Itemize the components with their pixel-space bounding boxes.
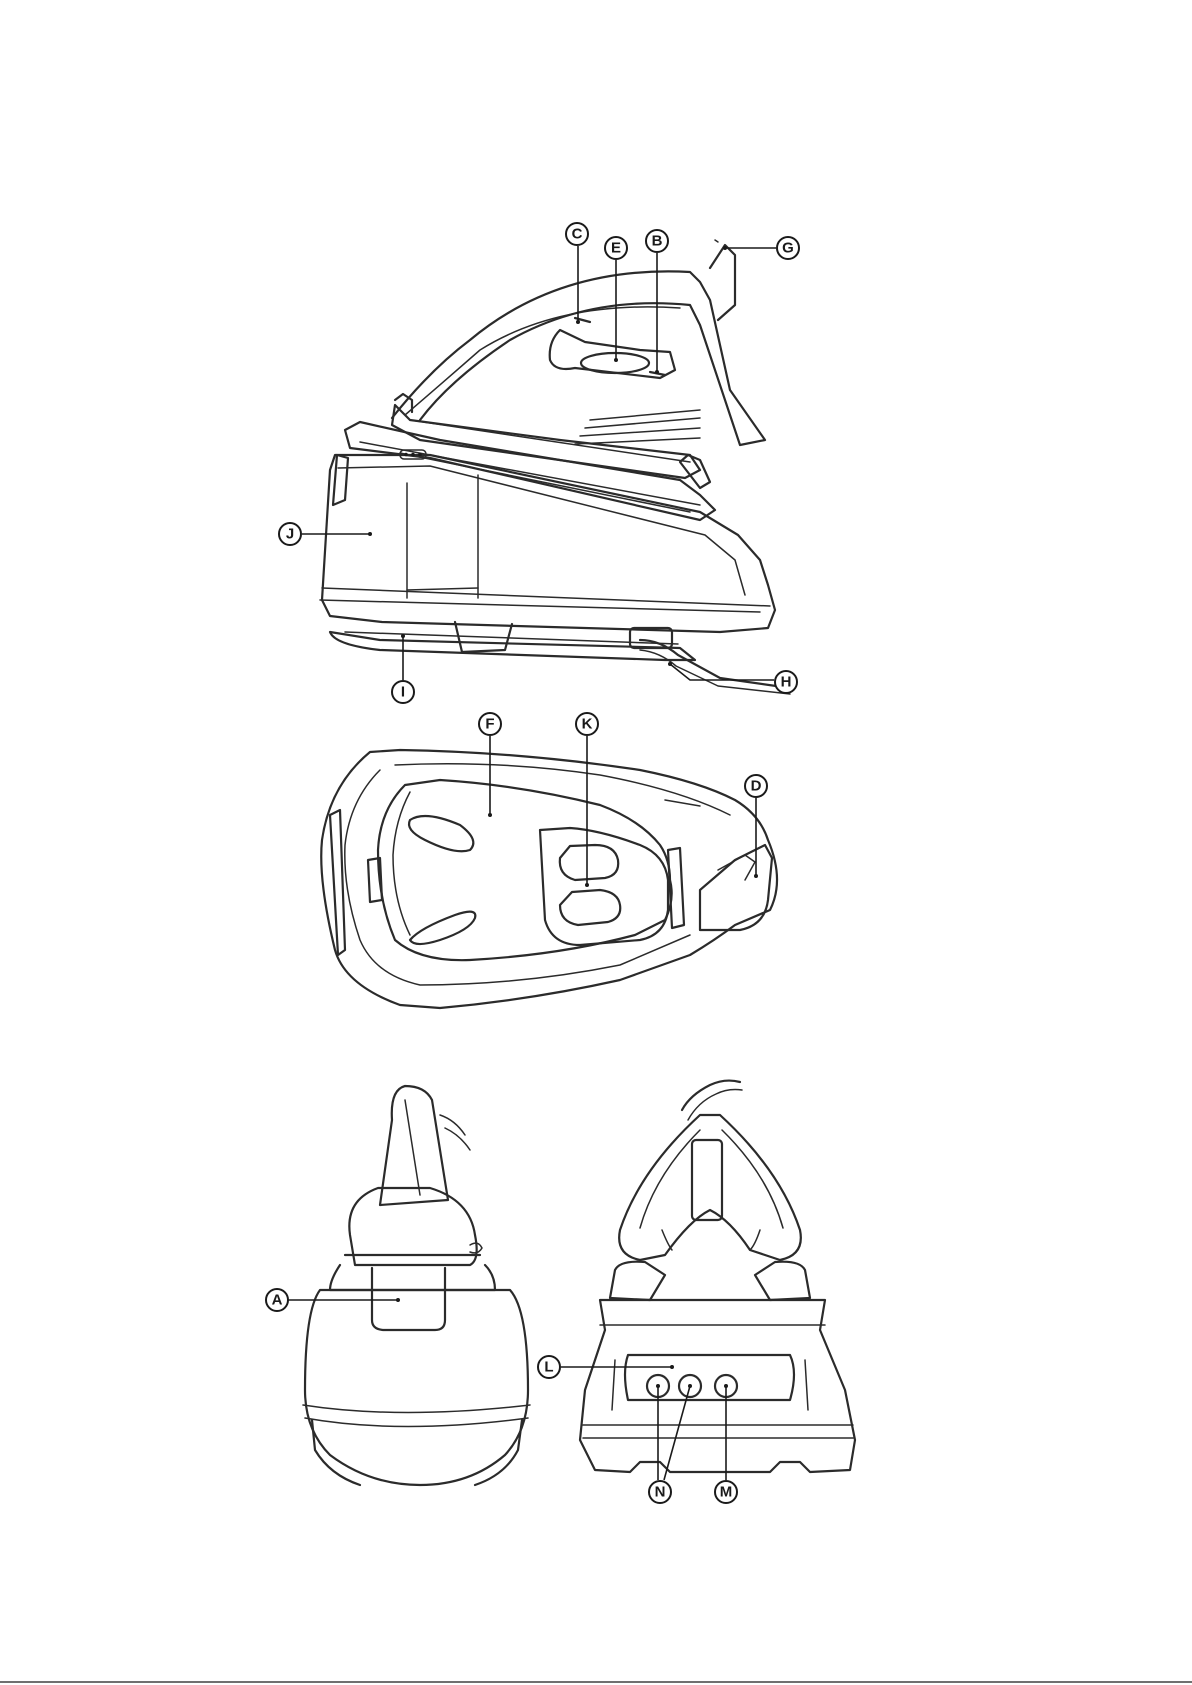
callout-i: I — [392, 681, 414, 703]
callout-k: K — [576, 713, 598, 735]
callout-d-label: D — [751, 778, 762, 795]
callout-j: J — [279, 523, 301, 545]
callout-c: C — [566, 223, 588, 245]
callout-n-label: N — [655, 1484, 666, 1501]
back-view — [580, 1081, 855, 1472]
top-view — [321, 750, 777, 1008]
front-view — [303, 1086, 530, 1485]
callout-k-label: K — [582, 716, 593, 733]
callout-n: N — [649, 1481, 671, 1503]
callout-a: A — [266, 1289, 288, 1311]
callout-b-label: B — [652, 233, 663, 250]
callout-e: E — [605, 237, 627, 259]
callout-l: L — [538, 1356, 560, 1378]
side-view — [320, 240, 790, 694]
callout-j-label: J — [286, 526, 294, 543]
callout-a-label: A — [272, 1292, 283, 1309]
callout-b: B — [646, 230, 668, 252]
callout-i-label: I — [401, 684, 405, 701]
callout-g-label: G — [782, 240, 794, 257]
callout-m-label: M — [720, 1484, 733, 1501]
callout-h: H — [775, 671, 797, 693]
callout-f: F — [479, 713, 501, 735]
callout-l-label: L — [544, 1359, 553, 1376]
callout-m: M — [715, 1481, 737, 1503]
callout-c-label: C — [572, 226, 583, 243]
callout-e-label: E — [611, 240, 621, 257]
callouts: C E B G J — [266, 223, 799, 1503]
callout-d: D — [745, 775, 767, 797]
callout-f-label: F — [485, 716, 494, 733]
callout-h-label: H — [781, 674, 792, 691]
callout-g: G — [777, 237, 799, 259]
